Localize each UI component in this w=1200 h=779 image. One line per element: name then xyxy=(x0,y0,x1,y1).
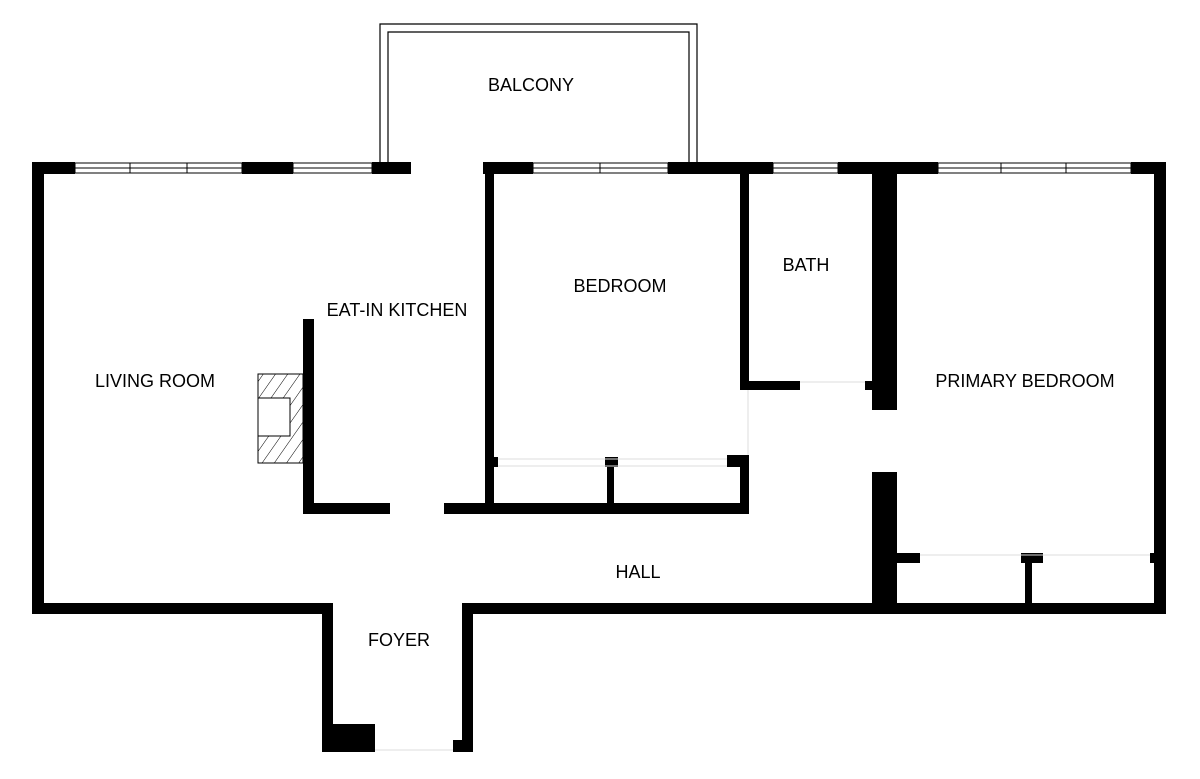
room-label-bath: BATH xyxy=(783,255,830,275)
windows xyxy=(74,162,1132,174)
room-label-bedroom: BEDROOM xyxy=(573,276,666,296)
room-label-primary-bedroom: PRIMARY BEDROOM xyxy=(935,371,1114,391)
room-label-eat-in-kitchen: EAT-IN KITCHEN xyxy=(327,300,468,320)
interior-walls xyxy=(303,174,897,614)
room-label-hall: HALL xyxy=(615,562,660,582)
balcony-railing xyxy=(379,23,698,162)
fireplace-icon xyxy=(257,373,304,464)
bedroom-closet xyxy=(485,455,749,514)
primary-bedroom-closet xyxy=(897,553,1156,614)
room-label-foyer: FOYER xyxy=(368,630,430,650)
exterior-walls xyxy=(32,162,1166,752)
room-label-living-room: LIVING ROOM xyxy=(95,371,215,391)
room-label-balcony: BALCONY xyxy=(488,75,574,95)
